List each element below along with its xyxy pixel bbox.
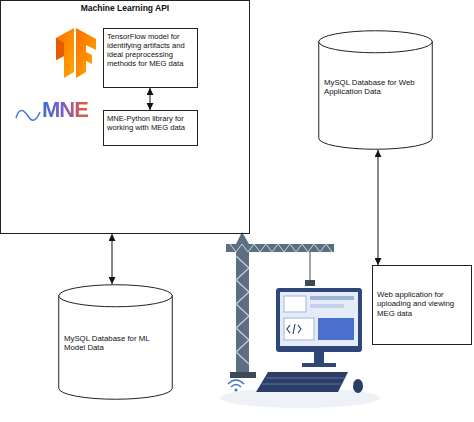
node-text: Web application for uploading and viewin… (377, 290, 467, 318)
bidirectional-arrow (378, 150, 379, 265)
bidirectional-arrow (112, 234, 113, 284)
database-cylinder: MySQL Database for ML Model Data (58, 284, 173, 400)
node-text: MySQL Database for ML Model Data (64, 334, 167, 353)
tensorflow-logo (56, 28, 96, 78)
logo-text: MNE (42, 99, 88, 121)
process-box: TensorFlow model for identifying artifac… (103, 28, 198, 88)
node-text: MySQL Database for Web Application Data (324, 78, 427, 97)
node-text: MNE-Python library for working with MEG … (107, 114, 194, 132)
bidirectional-arrow (150, 88, 151, 110)
computer-illustration (220, 232, 380, 408)
api-container: Machine Learning API TensorFlow model for… (0, 0, 250, 234)
container-title: Machine Learning API (5, 3, 245, 13)
process-box: Web application for uploading and viewin… (372, 265, 472, 345)
node-text: TensorFlow model for identifying artifac… (107, 32, 194, 68)
database-cylinder: MySQL Database for Web Application Data (318, 30, 433, 150)
process-box: MNE-Python library for working with MEG … (103, 110, 198, 146)
logo-swoosh (16, 110, 40, 120)
